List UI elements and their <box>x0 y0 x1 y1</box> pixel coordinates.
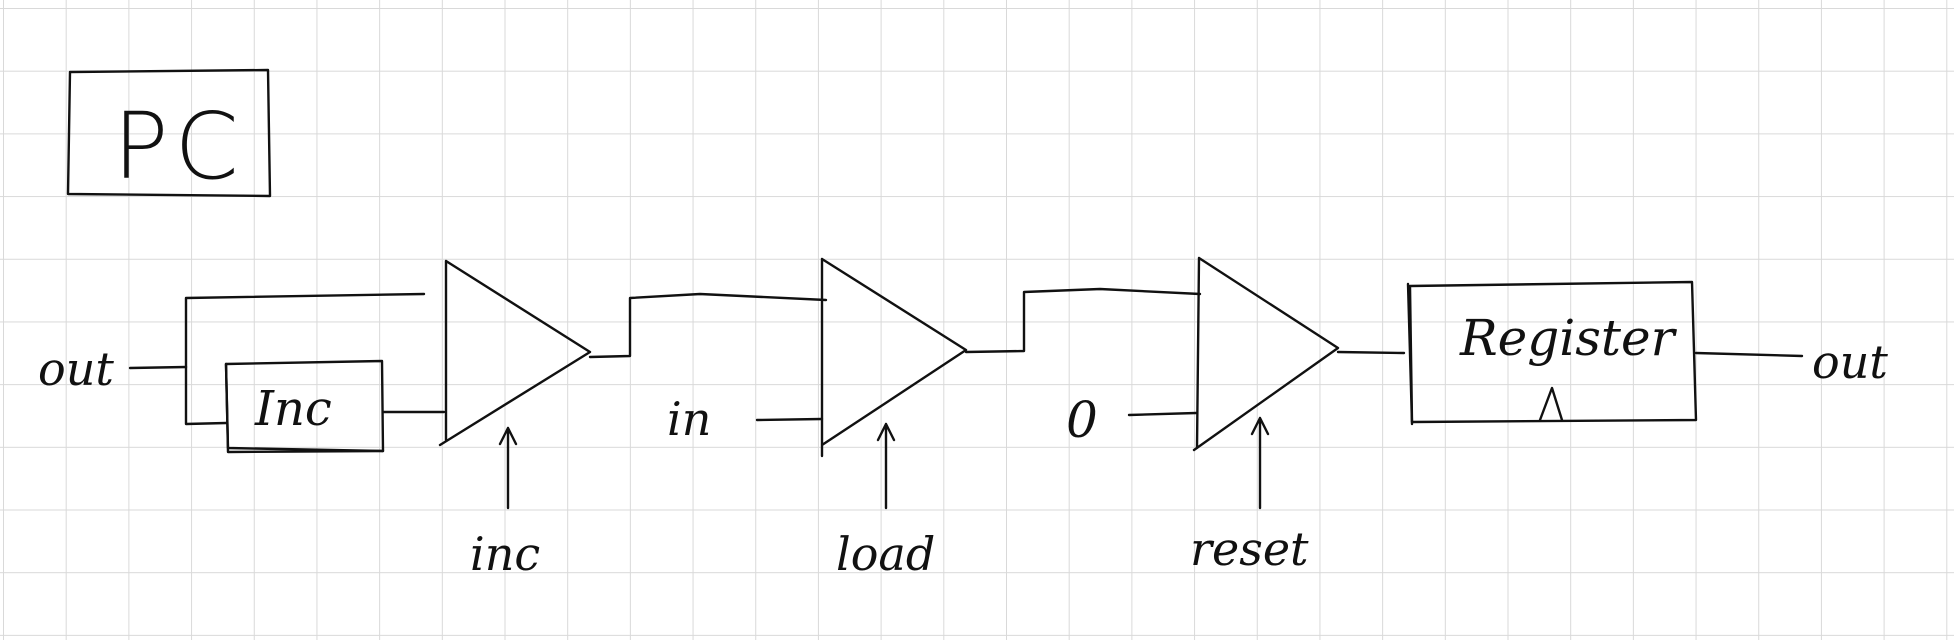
inc-box: Inc <box>224 359 385 454</box>
output-wire <box>1694 351 1804 358</box>
mux1-select-label: inc <box>470 527 540 581</box>
mux1-select-arrow <box>498 426 518 510</box>
mux2-to-mux3-wire <box>964 287 1202 354</box>
mux2-data-input-wire <box>755 417 824 422</box>
mux-2 <box>820 257 968 458</box>
fork-wire-lower <box>184 365 228 426</box>
mux2-data-input-label: in <box>667 392 711 446</box>
mux-1 <box>438 259 592 447</box>
input-out-label: out <box>38 342 114 396</box>
mux3-data-input-label: 0 <box>1066 391 1098 449</box>
fork-wire-upper <box>184 292 426 369</box>
mux2-select-arrow <box>876 422 896 510</box>
register-box: Register <box>1406 280 1698 426</box>
title-box: PC <box>66 68 272 200</box>
mux3-select-arrow <box>1250 416 1270 510</box>
mux3-data-input-wire <box>1127 411 1198 417</box>
mux3-select-label: reset <box>1190 522 1309 576</box>
inc-box-label: Inc <box>254 381 332 437</box>
mux1-to-mux2-wire <box>588 292 828 359</box>
output-out-label: out <box>1812 335 1888 389</box>
mux3-to-register-wire <box>1336 350 1406 355</box>
register-label: Register <box>1459 309 1678 367</box>
input-wire <box>128 365 188 370</box>
title-label: PC <box>113 93 245 200</box>
mux-3 <box>1192 256 1340 452</box>
mux2-select-label: load <box>836 527 935 581</box>
register-clock-symbol <box>1538 386 1564 422</box>
